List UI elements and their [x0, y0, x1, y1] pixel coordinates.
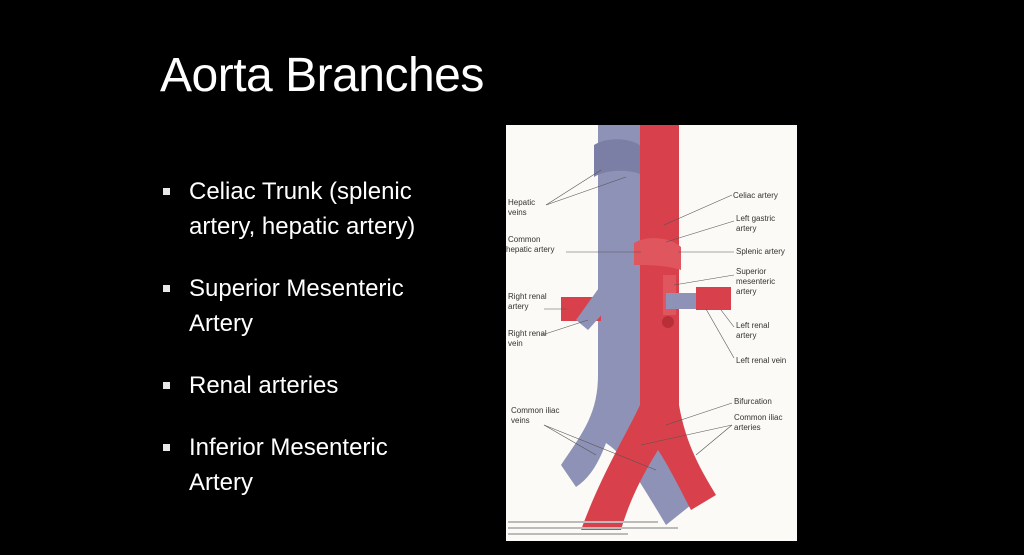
- inferior-mesenteric-origin: [662, 316, 674, 328]
- left-renal-artery: [696, 287, 731, 310]
- figure-credit-text: [508, 521, 678, 535]
- hepatic-veins: [594, 139, 642, 177]
- bullet-item: Renal arteries: [163, 368, 463, 403]
- bullet-text: Renal arteries: [189, 372, 339, 399]
- right-renal-vein: [576, 285, 606, 330]
- inferior-vena-cava: [561, 125, 691, 525]
- label-celiac-artery: Celiac artery: [733, 191, 778, 200]
- bullet-text: Inferior Mesenteric: [189, 434, 388, 461]
- bullet-list: Celiac Trunk (splenic artery, hepatic art…: [163, 174, 463, 527]
- label-bifurcation: Bifurcation: [734, 397, 772, 406]
- bullet-square-icon: [163, 188, 170, 195]
- bullet-text: Superior Mesenteric: [189, 275, 404, 302]
- slide-title: Aorta Branches: [160, 49, 484, 102]
- label-splenic-artery: Splenic artery: [736, 247, 785, 256]
- bullet-text: Artery: [189, 469, 254, 496]
- bullet-text: Artery: [189, 310, 254, 337]
- bullet-text: artery, hepatic artery): [189, 213, 416, 240]
- leader-lines: [541, 169, 735, 471]
- bullet-square-icon: [163, 285, 170, 292]
- label-left-renal-vein: Left renal vein: [736, 356, 786, 365]
- bullet-square-icon: [163, 444, 170, 451]
- bullet-text: Celiac Trunk (splenic: [189, 178, 412, 205]
- celiac-trunk: [634, 238, 681, 270]
- bullet-square-icon: [163, 382, 170, 389]
- aorta: [581, 125, 716, 530]
- bullet-item: Celiac Trunk (splenic artery, hepatic art…: [163, 174, 463, 244]
